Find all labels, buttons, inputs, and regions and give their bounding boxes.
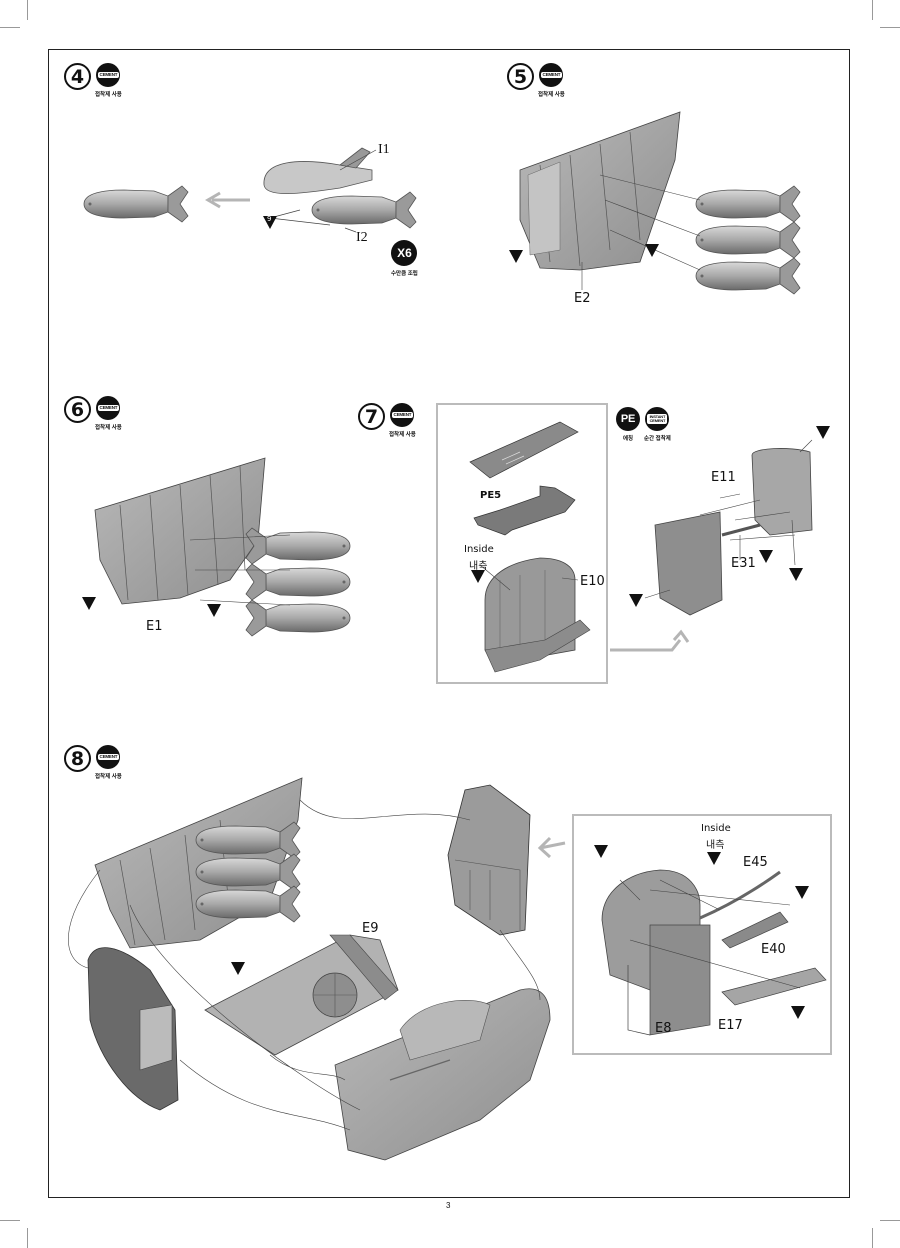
instant-cement-icon: INSTANT CEMENT bbox=[645, 407, 670, 431]
crop-mark bbox=[880, 1220, 900, 1221]
cement-badge: CEMENT 접착제 사용 bbox=[95, 745, 122, 780]
cement-badge: CEMENT 접착제 사용 bbox=[389, 403, 416, 438]
part-label-e1: E1 bbox=[146, 619, 163, 634]
part-label-pe5: PE5 bbox=[480, 490, 502, 501]
part-label-e9: E9 bbox=[362, 921, 379, 936]
marker-7 bbox=[795, 886, 809, 899]
crop-mark bbox=[872, 1228, 873, 1248]
floor-e9 bbox=[204, 934, 399, 1056]
crop-mark bbox=[872, 0, 873, 20]
marker-7 bbox=[707, 852, 721, 865]
crop-mark bbox=[880, 27, 900, 28]
part-label-e31: E31 bbox=[731, 556, 756, 571]
cement-icon: CEMENT bbox=[390, 403, 415, 427]
part-e31-assembly bbox=[654, 511, 723, 616]
part-e8 bbox=[649, 924, 711, 1036]
left-bulkhead bbox=[87, 947, 179, 1111]
badge-caption: 순간 접착제 bbox=[644, 436, 671, 442]
bomb-half-i1 bbox=[263, 161, 373, 195]
photo-etch-pe5 bbox=[469, 421, 579, 479]
badge-caption: 에칭 bbox=[622, 436, 634, 442]
part-label-e40: E40 bbox=[761, 942, 786, 957]
marker-1 bbox=[594, 845, 608, 858]
part-e45 bbox=[699, 870, 781, 920]
marker-text: 9 bbox=[267, 215, 272, 223]
part-label-e10: E10 bbox=[580, 574, 605, 589]
part-label-e8: E8 bbox=[655, 1021, 672, 1036]
instant-cement-badge: INSTANT CEMENT 순간 접착제 bbox=[644, 407, 671, 442]
cement-icon: CEMENT bbox=[539, 63, 564, 87]
bomb-bay-panel-e1 bbox=[94, 457, 266, 605]
step-number: 8 bbox=[64, 745, 91, 772]
inside-label-en: Inside bbox=[701, 823, 731, 834]
direction-arrow bbox=[610, 639, 682, 652]
part-e40 bbox=[721, 911, 789, 949]
step-7-header: 7 CEMENT 접착제 사용 bbox=[358, 403, 416, 438]
part-label-i2: I2 bbox=[356, 230, 368, 245]
crop-mark bbox=[27, 1228, 28, 1248]
photo-etch-icon: PE bbox=[616, 407, 640, 431]
cement-badge: CEMENT 접착제 사용 bbox=[95, 396, 122, 431]
bomb-bay-right-panel bbox=[334, 988, 551, 1161]
inside-label-ko: 내측 bbox=[706, 840, 725, 851]
cement-icon: CEMENT bbox=[96, 745, 121, 769]
page-number: 3 bbox=[446, 1201, 451, 1210]
step-number: 4 bbox=[64, 63, 91, 90]
cement-icon: CEMENT bbox=[96, 63, 121, 87]
repeat-caption: 수만큼 조립 bbox=[391, 271, 418, 277]
step-7-adhesive-badges: PE 에칭 INSTANT CEMENT 순간 접착제 bbox=[616, 407, 671, 442]
step-number: 6 bbox=[64, 396, 91, 423]
part-label-e17: E17 bbox=[718, 1018, 743, 1033]
step-6-header: 6 CEMENT 접착제 사용 bbox=[64, 396, 122, 431]
badge-caption: 접착제 사용 bbox=[538, 92, 565, 98]
step-number: 5 bbox=[507, 63, 534, 90]
sub-assembly-box bbox=[572, 814, 832, 1055]
sub-assembly-box bbox=[436, 403, 608, 684]
page-frame bbox=[48, 49, 850, 1198]
part-label-i1: I1 bbox=[378, 142, 390, 157]
part-e11 bbox=[751, 448, 813, 536]
part-label-e45: E45 bbox=[743, 855, 768, 870]
direction-arrow bbox=[539, 841, 566, 850]
cement-badge: CEMENT 접착제 사용 bbox=[95, 63, 122, 98]
crop-mark bbox=[27, 0, 28, 20]
step-4-header: 4 CEMENT 접착제 사용 bbox=[64, 63, 122, 98]
badge-caption: 접착제 사용 bbox=[389, 432, 416, 438]
cement-badge: CEMENT 접착제 사용 bbox=[538, 63, 565, 98]
marker-7 bbox=[791, 1006, 805, 1019]
crop-mark bbox=[0, 27, 20, 28]
badge-caption: 접착제 사용 bbox=[95, 92, 122, 98]
step-8-header: 8 CEMENT 접착제 사용 bbox=[64, 745, 122, 780]
rear-bulkhead bbox=[447, 784, 531, 936]
repeat-badge: X6 수만큼 조립 bbox=[391, 240, 418, 277]
part-e17 bbox=[721, 967, 827, 1006]
crop-mark bbox=[0, 1220, 20, 1221]
inside-label-ko: 내측 bbox=[469, 561, 488, 572]
part-label-e2: E2 bbox=[574, 291, 591, 306]
badge-caption: 접착제 사용 bbox=[95, 425, 122, 431]
step-5-header: 5 CEMENT 접착제 사용 bbox=[507, 63, 565, 98]
part-label-e11: E11 bbox=[711, 470, 736, 485]
cement-icon: CEMENT bbox=[96, 396, 121, 420]
marker-7 bbox=[231, 962, 245, 975]
repeat-icon: X6 bbox=[391, 240, 418, 266]
inside-label-en: Inside bbox=[464, 544, 494, 555]
badge-caption: 접착제 사용 bbox=[95, 774, 122, 780]
step-number: 7 bbox=[358, 403, 385, 430]
pe-badge: PE 에칭 bbox=[616, 407, 640, 442]
